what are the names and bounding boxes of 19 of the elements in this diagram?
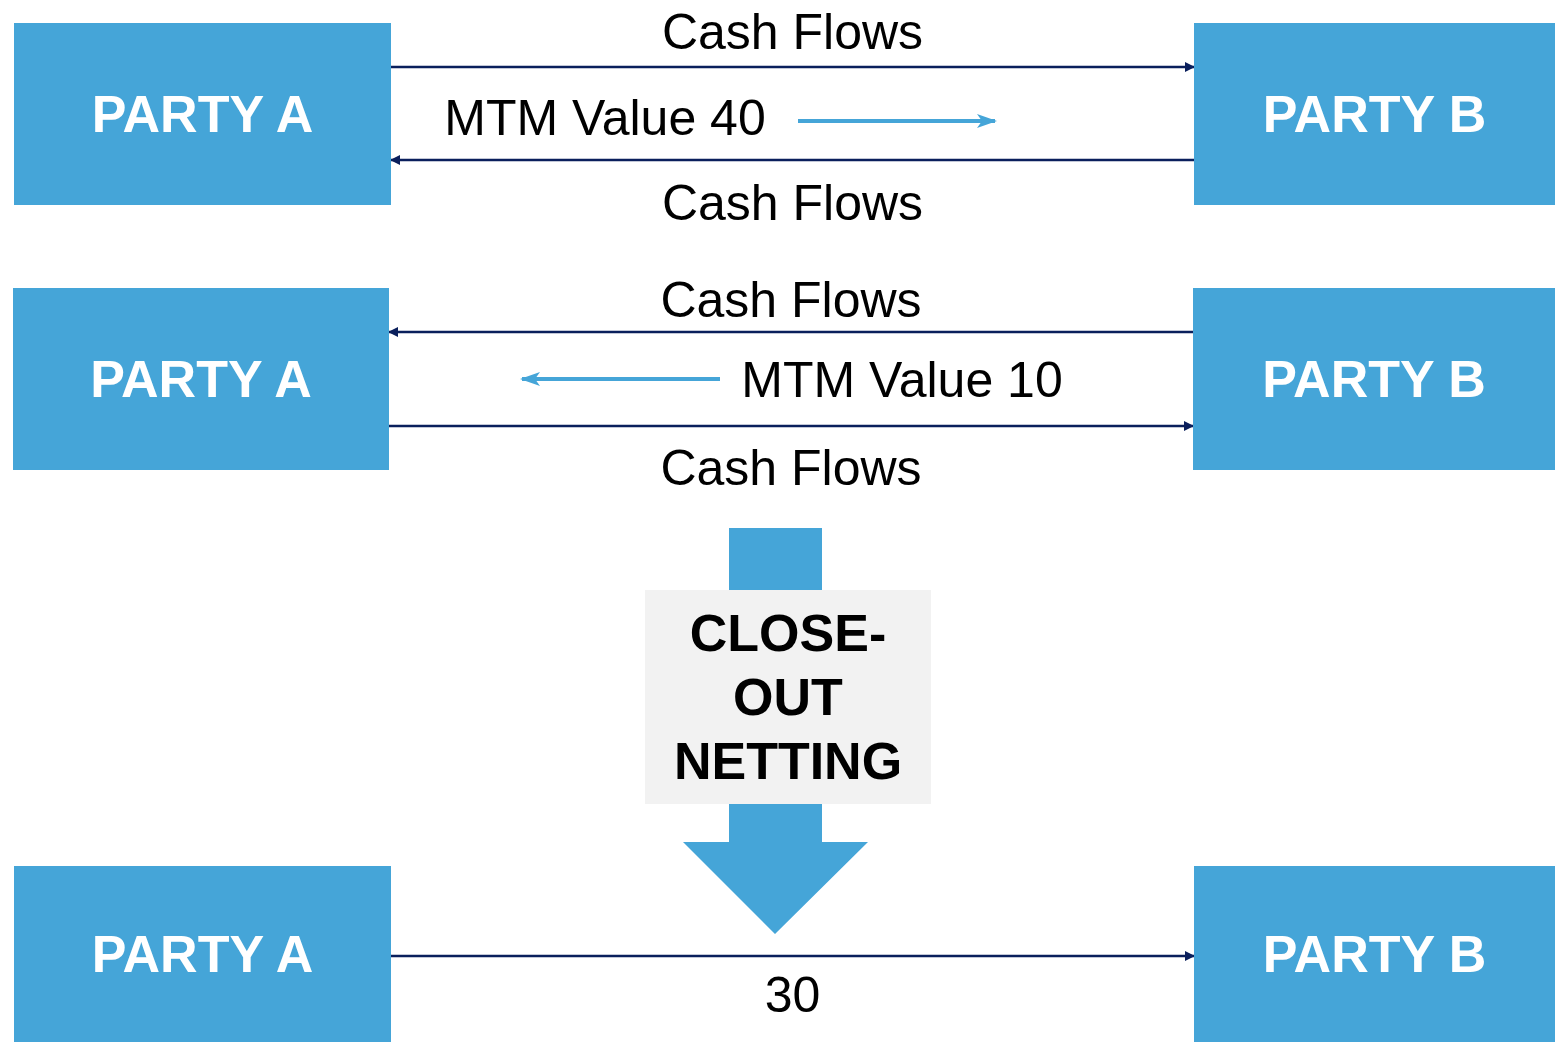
arrow <box>388 327 1193 337</box>
arrow <box>391 62 1195 72</box>
party-box: PARTY A <box>13 288 389 470</box>
edge-label: 30 <box>764 970 821 1020</box>
party-box: PARTY B <box>1194 23 1555 205</box>
edge-label: Cash Flows <box>660 443 922 493</box>
arrow <box>390 155 1194 165</box>
party-box: PARTY B <box>1194 866 1555 1042</box>
party-box: PARTY A <box>14 866 391 1042</box>
arrow <box>391 951 1195 961</box>
value-label: MTM Value 10 <box>741 355 1063 405</box>
arrow <box>389 421 1194 431</box>
edge-label: Cash Flows <box>661 7 924 57</box>
party-box: PARTY A <box>14 23 391 205</box>
edge-label: Cash Flows <box>661 178 924 228</box>
value-label: MTM Value 40 <box>444 93 766 143</box>
process-box: CLOSE-OUT NETTING <box>645 590 931 804</box>
party-box: PARTY B <box>1193 288 1555 470</box>
edge-label: Cash Flows <box>660 275 922 325</box>
